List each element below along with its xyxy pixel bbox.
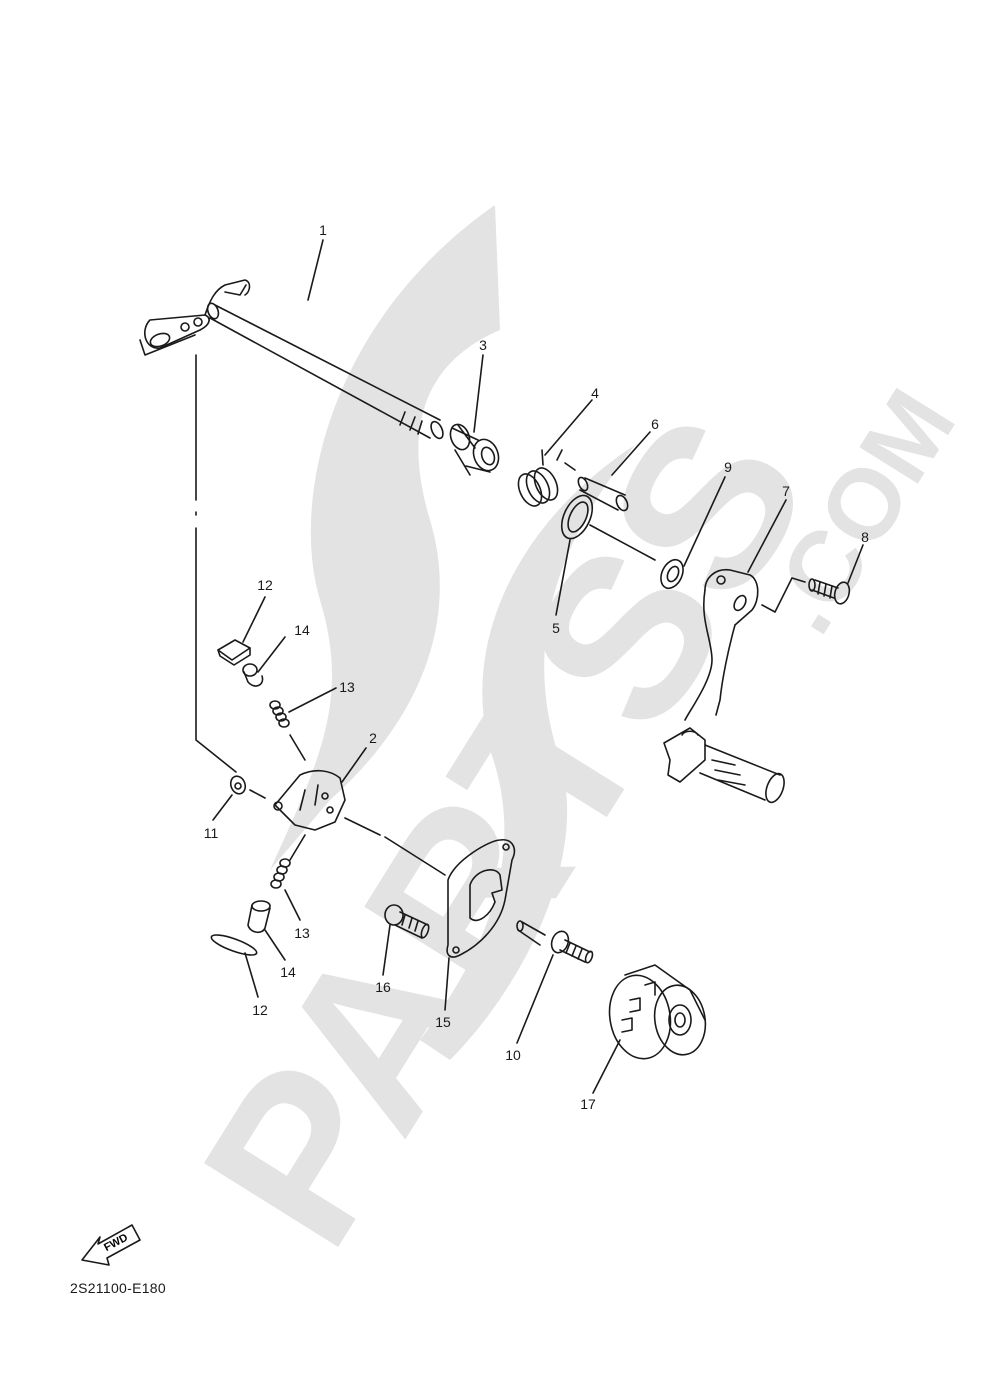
callout-11[interactable]: 11 (203, 825, 219, 841)
fwd-arrow-drawing (81, 1224, 141, 1266)
callout-7[interactable]: 7 (782, 483, 790, 499)
callout-12-bottom[interactable]: 12 (252, 1002, 268, 1018)
pawl-bottom-drawing (210, 934, 259, 998)
callout-1[interactable]: 1 (319, 222, 327, 238)
diagram-code: 2S21100-E180 (70, 1280, 166, 1296)
callout-17[interactable]: 17 (580, 1096, 596, 1112)
stopper-bolt-drawing (516, 920, 594, 1044)
collar-small-drawing (212, 775, 266, 821)
callout-12-top[interactable]: 12 (257, 577, 273, 593)
pin-small-top-drawing (242, 636, 286, 687)
callout-6[interactable]: 6 (651, 416, 659, 432)
callout-5[interactable]: 5 (552, 620, 560, 636)
oil-seal-drawing (660, 476, 726, 590)
callout-14-top[interactable]: 14 (294, 622, 310, 638)
pawl-top-drawing (217, 596, 266, 666)
callout-13-top[interactable]: 13 (339, 679, 355, 695)
spring-top-drawing (269, 687, 337, 761)
guide-plate-drawing (444, 838, 516, 1011)
shift-lever-segment-drawing (273, 747, 446, 876)
shift-drum-segment-drawing (592, 964, 707, 1094)
pin-small-bottom-drawing (247, 900, 286, 961)
shift-pedal-drawing (663, 499, 806, 804)
washer-drawing (555, 494, 594, 616)
callout-10[interactable]: 10 (505, 1047, 521, 1063)
callout-14-bottom[interactable]: 14 (280, 964, 296, 980)
pin-drawing (577, 431, 651, 512)
spring-bottom-drawing (270, 834, 306, 921)
bolt-drawing (808, 544, 864, 605)
shift-shaft-drawing (139, 239, 444, 440)
collar-drawing (449, 354, 500, 476)
callout-16[interactable]: 16 (375, 979, 391, 995)
callout-8[interactable]: 8 (861, 529, 869, 545)
torsion-spring-drawing (517, 399, 593, 507)
callout-15[interactable]: 15 (435, 1014, 451, 1030)
callout-2[interactable]: 2 (369, 730, 377, 746)
callout-3[interactable]: 3 (479, 337, 487, 353)
callout-9[interactable]: 9 (724, 459, 732, 475)
callout-13-bottom[interactable]: 13 (294, 925, 310, 941)
screw-drawing (382, 904, 430, 976)
callout-4[interactable]: 4 (591, 385, 599, 401)
